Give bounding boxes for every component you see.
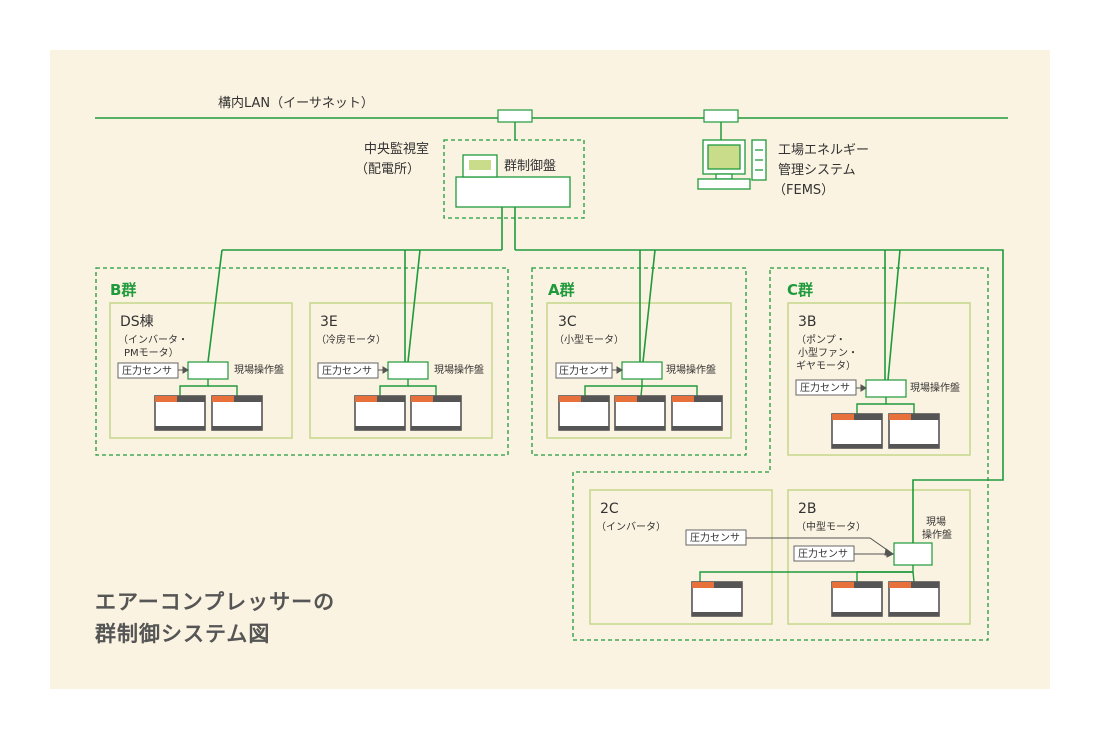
lan-connector-fems xyxy=(703,109,739,123)
group-a-box xyxy=(531,267,747,456)
unit-ds-box xyxy=(109,302,293,439)
control-lines xyxy=(207,207,1004,543)
compressor-icon xyxy=(410,395,462,431)
unit-2c-sub-1: （インバータ） xyxy=(596,521,666,533)
field-panel-label-3b: 現場操作盤 xyxy=(910,381,960,394)
field-panel-2b xyxy=(893,542,933,566)
central-room-box xyxy=(443,139,585,219)
unit-3c-box xyxy=(546,302,732,439)
unit-3b-sub-3: ギヤモータ） xyxy=(796,360,856,372)
pressure-sensor-label-2c: 圧力センサ xyxy=(690,531,740,544)
unit-3b-box xyxy=(787,302,971,456)
compressor-icon xyxy=(211,395,263,431)
pressure-sensor-label-2b: 圧力センサ xyxy=(798,547,848,560)
group-b-box xyxy=(95,267,509,456)
group-control-panel xyxy=(455,176,571,208)
pressure-sensor-label-3b: 圧力センサ xyxy=(800,381,850,394)
pressure-sensor-label-3c: 圧力センサ xyxy=(559,364,609,377)
unit-3c-name: 3C xyxy=(558,314,577,330)
unit-3b-sub-2: 小型ファン・ xyxy=(798,346,858,359)
compressor-icon xyxy=(691,581,743,617)
unit-3c-sub-1: （小型モータ） xyxy=(554,333,624,346)
fems-label-3: （FEMS） xyxy=(773,183,834,198)
field-panel-3e xyxy=(387,361,429,380)
compressor-icon xyxy=(888,581,940,617)
diagram-title-1: エアーコンプレッサーの xyxy=(95,590,335,614)
field-panel-3c xyxy=(621,361,663,380)
unit-2b-name: 2B xyxy=(798,501,817,517)
field-panel-label-3c: 現場操作盤 xyxy=(666,363,716,376)
compressor-icon xyxy=(614,395,666,431)
field-panel-label-2b-2: 操作盤 xyxy=(922,528,952,541)
compressor-icon xyxy=(831,413,883,449)
lan-label: 構内LAN（イーサネット） xyxy=(218,95,374,111)
field-panel-label-2b-1: 現場 xyxy=(926,515,946,528)
pressure-sensor-label-ds: 圧力センサ xyxy=(122,364,172,377)
field-panel-label-3e: 現場操作盤 xyxy=(434,363,484,376)
field-panel-3b xyxy=(865,379,907,398)
unit-3b-sub-1: （ポンプ・ xyxy=(796,334,846,346)
compressors xyxy=(154,395,940,617)
unit-ds-name: DS棟 xyxy=(120,314,154,330)
group-c-label: C群 xyxy=(787,281,813,299)
compressor-icon xyxy=(354,395,406,431)
unit-2c-box xyxy=(589,489,773,625)
compressor-icon xyxy=(888,413,940,449)
compressor-icon xyxy=(154,395,206,431)
unit-2b-box xyxy=(787,489,971,625)
lan-connector-central xyxy=(497,109,533,123)
compressor-icon xyxy=(671,395,723,431)
unit-3b-name: 3B xyxy=(798,314,817,330)
field-panel-label-ds: 現場操作盤 xyxy=(234,363,284,376)
pressure-sensor-label-3e: 圧力センサ xyxy=(322,364,372,377)
group-a-label: A群 xyxy=(548,281,575,299)
unit-ds-sub-1: （インバータ・ xyxy=(118,334,188,346)
unit-3e-box xyxy=(309,302,493,439)
computer-icon xyxy=(697,139,767,190)
unit-2c-name: 2C xyxy=(600,501,619,517)
compressor-icon xyxy=(831,581,883,617)
group-control-panel-label: 群制御盤 xyxy=(504,159,556,174)
unit-3e-name: 3E xyxy=(320,314,338,330)
compressor-icon xyxy=(558,395,610,431)
fems-label-1: 工場エネルギー xyxy=(778,143,869,158)
field-panel-ds xyxy=(187,361,229,380)
unit-ds-sub-2: PMモータ） xyxy=(124,347,179,359)
diagram-title-2: 群制御システム図 xyxy=(95,622,270,646)
central-room-label-1: 中央監視室 xyxy=(364,141,429,157)
unit-2b-sub-1: （中型モータ） xyxy=(796,520,866,533)
group-b-label: B群 xyxy=(110,281,136,299)
fems-label-2: 管理システム xyxy=(778,163,856,178)
central-room-label-2: （配電所） xyxy=(355,162,420,177)
group-c-box xyxy=(572,267,989,641)
unit-3e-sub-1: （冷房モータ） xyxy=(316,333,386,346)
